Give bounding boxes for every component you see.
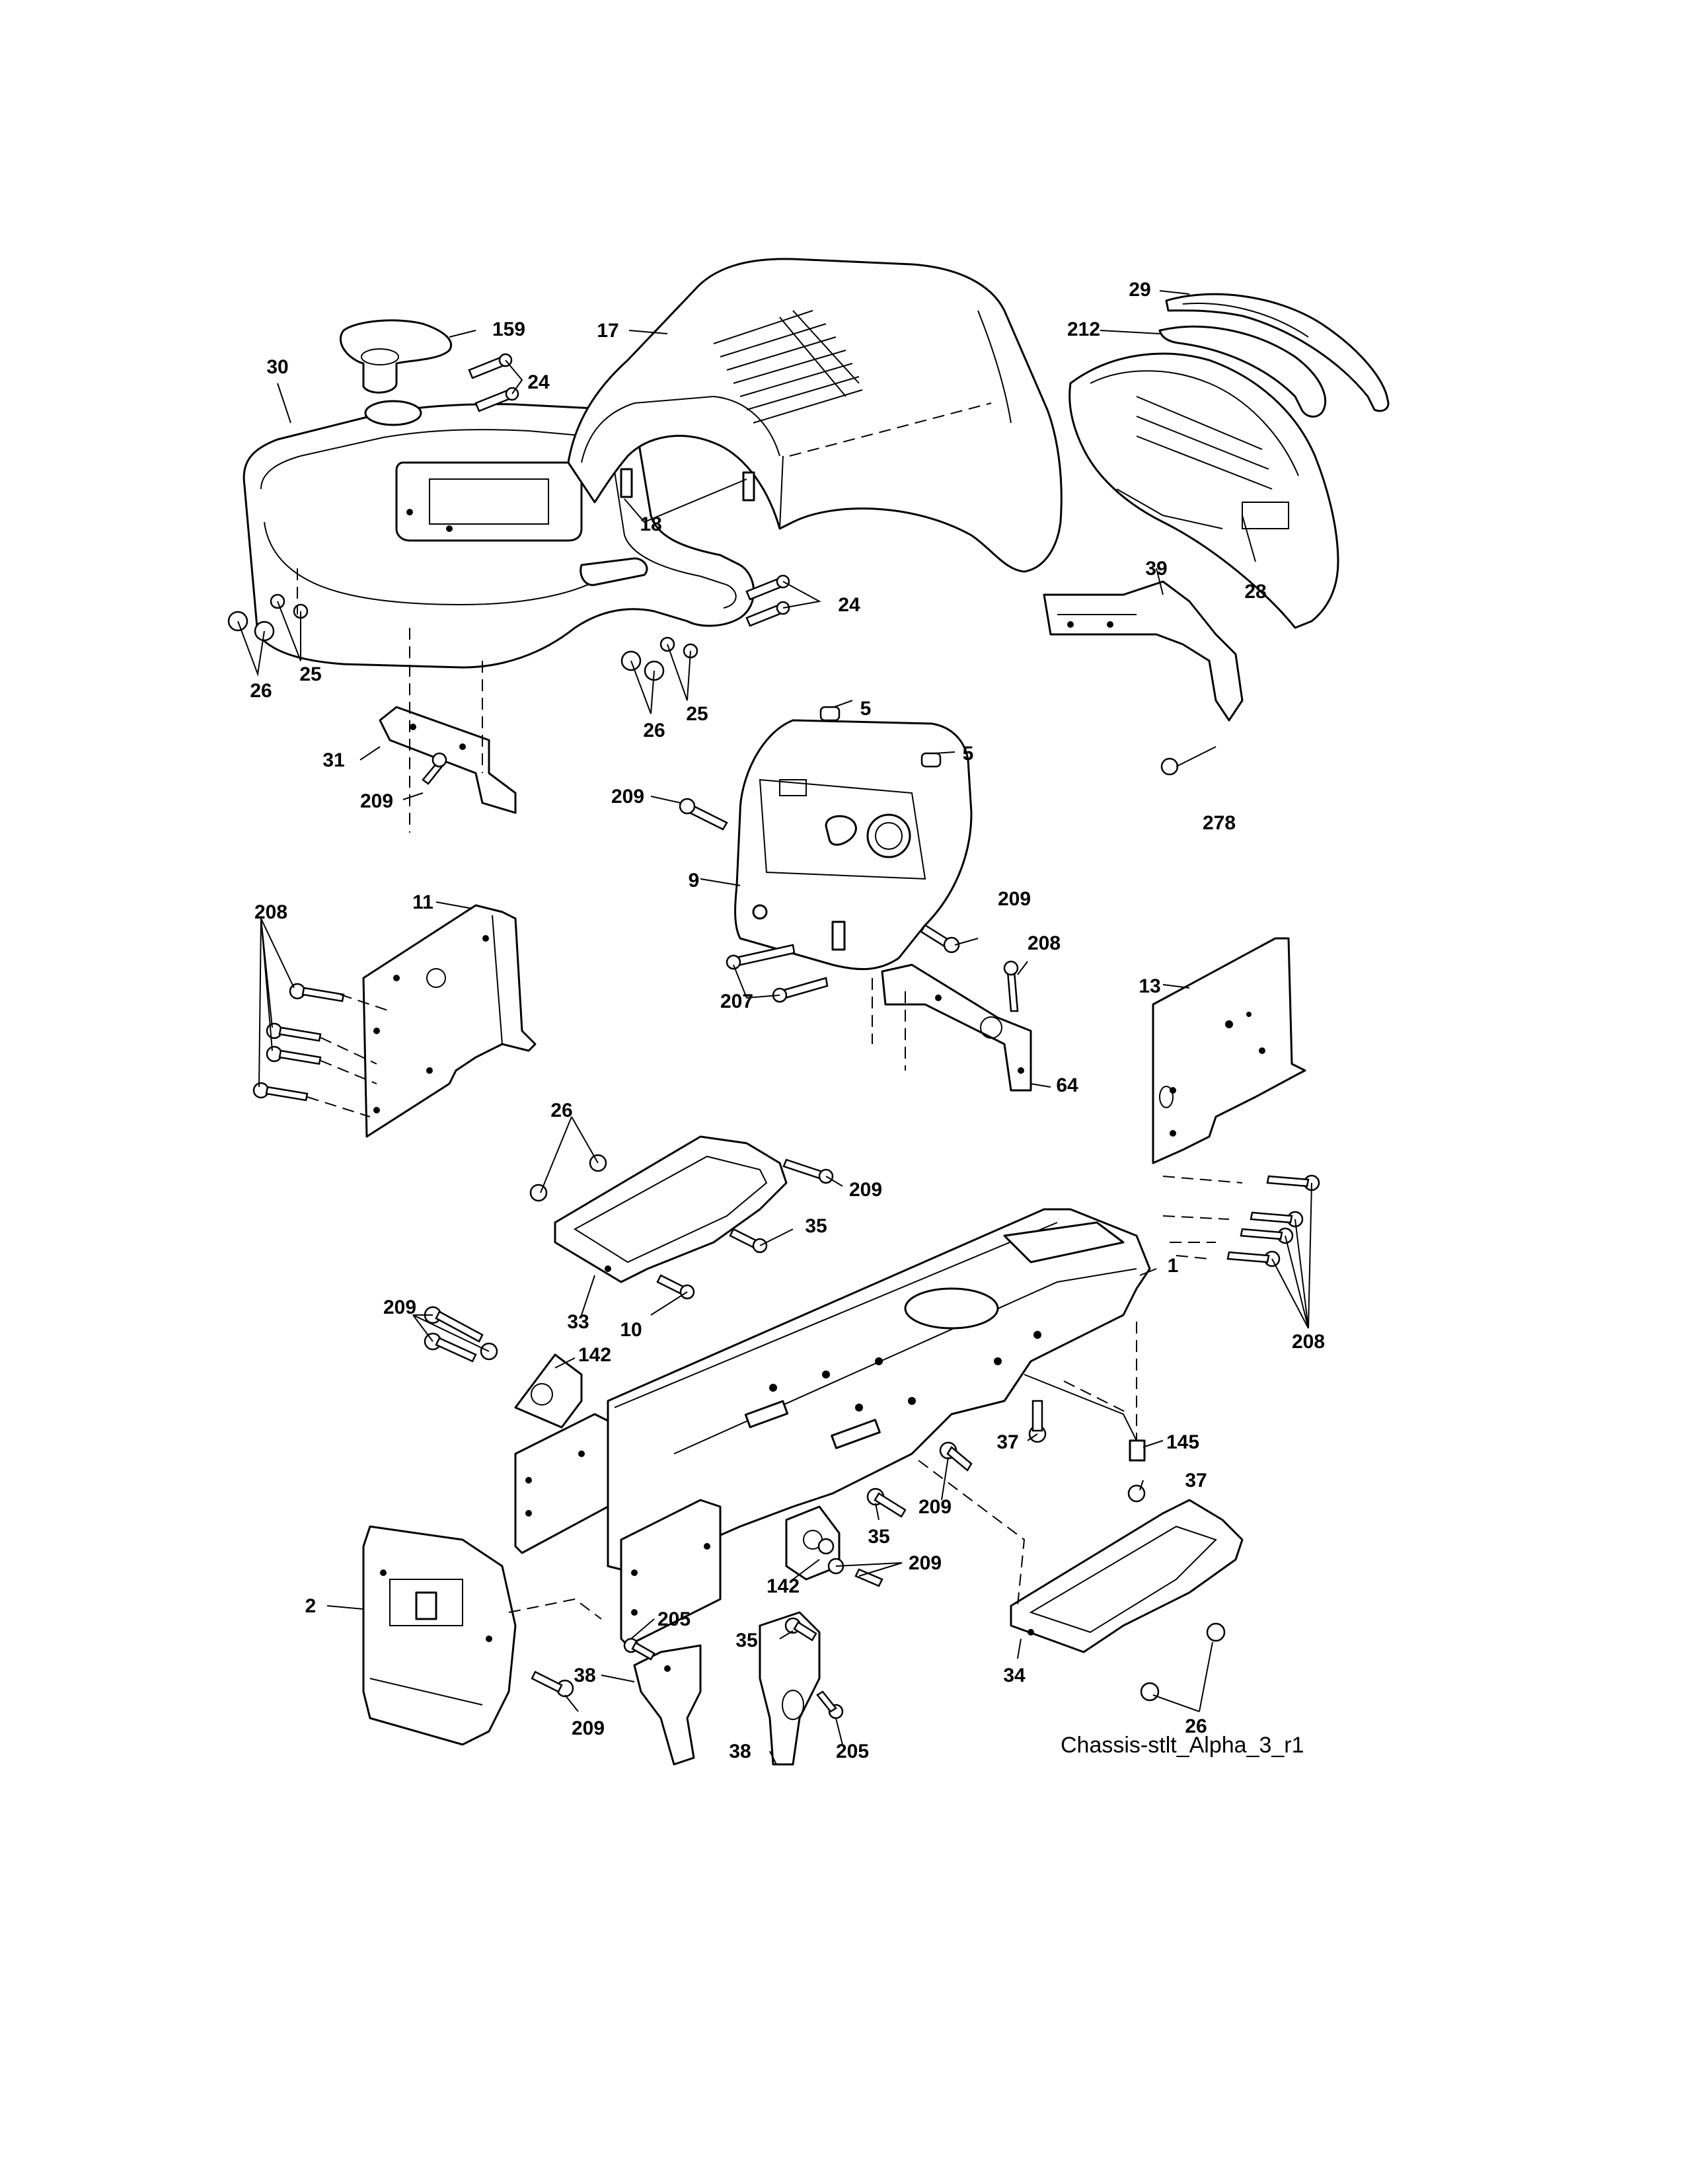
part-29-grille-trim bbox=[1165, 293, 1390, 412]
part-9-dash-panel bbox=[734, 719, 973, 970]
callout-37-lower: 37 bbox=[1185, 1470, 1207, 1491]
callout-205-right: 205 bbox=[836, 1741, 869, 1762]
callout-13: 13 bbox=[1139, 975, 1160, 997]
callout-26-right-footrest: 26 bbox=[1185, 1715, 1207, 1737]
part-145-rod bbox=[1024, 1374, 1146, 1462]
callout-30: 30 bbox=[266, 356, 288, 378]
callout-207: 207 bbox=[720, 991, 753, 1012]
callout-209-frame-mid: 209 bbox=[918, 1496, 952, 1518]
callout-205-left: 205 bbox=[657, 1608, 691, 1630]
part-33-left-footrest bbox=[554, 1135, 788, 1283]
callout-25-mid: 25 bbox=[686, 703, 708, 725]
callout-24-lower: 24 bbox=[838, 594, 860, 616]
callout-10: 10 bbox=[620, 1319, 642, 1341]
callout-1: 1 bbox=[1168, 1255, 1179, 1277]
part-11-left-side-panel bbox=[362, 904, 537, 1138]
part-34-right-footrest bbox=[1010, 1499, 1244, 1653]
callout-64: 64 bbox=[1056, 1074, 1078, 1096]
callout-209-bracket: 209 bbox=[360, 790, 393, 812]
callout-35-bracket: 35 bbox=[735, 1630, 757, 1651]
callout-278: 278 bbox=[1203, 812, 1236, 834]
callout-11: 11 bbox=[412, 891, 433, 913]
callout-209-dash-right: 209 bbox=[998, 888, 1031, 910]
callout-9: 9 bbox=[689, 870, 700, 891]
callout-142-lower: 142 bbox=[767, 1575, 800, 1597]
frame-side-plate-right bbox=[620, 1499, 722, 1647]
callout-159: 159 bbox=[492, 319, 525, 340]
part-39-grille-bracket bbox=[1043, 580, 1244, 722]
callout-208-right: 208 bbox=[1292, 1331, 1325, 1353]
part-2-front-plate bbox=[362, 1525, 517, 1746]
callout-24-upper: 24 bbox=[527, 371, 550, 393]
callout-labels: 29 212 17 159 30 24 18 24 28 39 26 25 26… bbox=[250, 279, 1325, 1762]
part-30-fender bbox=[243, 400, 755, 669]
part-64-dash-bracket bbox=[881, 963, 1032, 1092]
callout-142-upper: 142 bbox=[578, 1344, 611, 1366]
callout-35-footrest: 35 bbox=[805, 1215, 827, 1237]
callout-209-dash: 209 bbox=[611, 786, 644, 808]
hood-vents bbox=[713, 310, 863, 424]
callout-34: 34 bbox=[1003, 1665, 1026, 1686]
part-159-cup-holder bbox=[339, 319, 452, 394]
callout-26-left: 26 bbox=[250, 680, 272, 702]
part-28-grille-housing bbox=[1068, 352, 1339, 629]
callout-28: 28 bbox=[1244, 581, 1266, 603]
callout-145: 145 bbox=[1166, 1431, 1199, 1453]
callout-212: 212 bbox=[1067, 319, 1100, 340]
part-38-right-bracket bbox=[759, 1611, 821, 1766]
part-142-upper-bracket bbox=[514, 1353, 583, 1429]
frame-side-plate-left bbox=[514, 1413, 609, 1554]
part-31-fender-bracket bbox=[379, 706, 517, 814]
part-13-right-side-panel bbox=[1152, 937, 1306, 1164]
callout-25-left: 25 bbox=[299, 663, 321, 685]
callout-17: 17 bbox=[597, 320, 618, 342]
callout-35-frame: 35 bbox=[868, 1526, 889, 1548]
callout-5-right: 5 bbox=[963, 743, 974, 765]
callout-5-left: 5 bbox=[860, 698, 872, 720]
callout-33: 33 bbox=[567, 1311, 589, 1333]
callout-37-upper: 37 bbox=[996, 1431, 1018, 1453]
part-38-left-bracket bbox=[633, 1644, 702, 1766]
callout-208-left: 208 bbox=[254, 901, 287, 923]
callout-31: 31 bbox=[322, 749, 344, 771]
callout-2: 2 bbox=[305, 1595, 317, 1617]
part-17-hood bbox=[567, 258, 1063, 573]
part-1-main-frame bbox=[607, 1208, 1151, 1574]
callout-26-mid: 26 bbox=[643, 720, 665, 741]
callout-38-right: 38 bbox=[729, 1741, 751, 1762]
alignment-lines bbox=[297, 568, 1243, 1620]
part-212-grille-insert bbox=[1158, 325, 1327, 418]
callout-38-left: 38 bbox=[574, 1665, 595, 1686]
callout-26-footrest: 26 bbox=[550, 1100, 572, 1121]
callout-18: 18 bbox=[640, 513, 661, 535]
callout-208-mid: 208 bbox=[1028, 932, 1061, 954]
callout-209-footrest: 209 bbox=[849, 1179, 882, 1201]
callout-29: 29 bbox=[1129, 279, 1150, 301]
callout-209-front-plate: 209 bbox=[572, 1717, 605, 1739]
callout-209-frame: 209 bbox=[383, 1297, 416, 1318]
leader-lines bbox=[237, 290, 1312, 1765]
callout-209-lower-bracket: 209 bbox=[909, 1552, 942, 1574]
callout-39: 39 bbox=[1145, 558, 1167, 580]
diagram-caption: Chassis-stlt_Alpha_3_r1 bbox=[1061, 1733, 1304, 1758]
